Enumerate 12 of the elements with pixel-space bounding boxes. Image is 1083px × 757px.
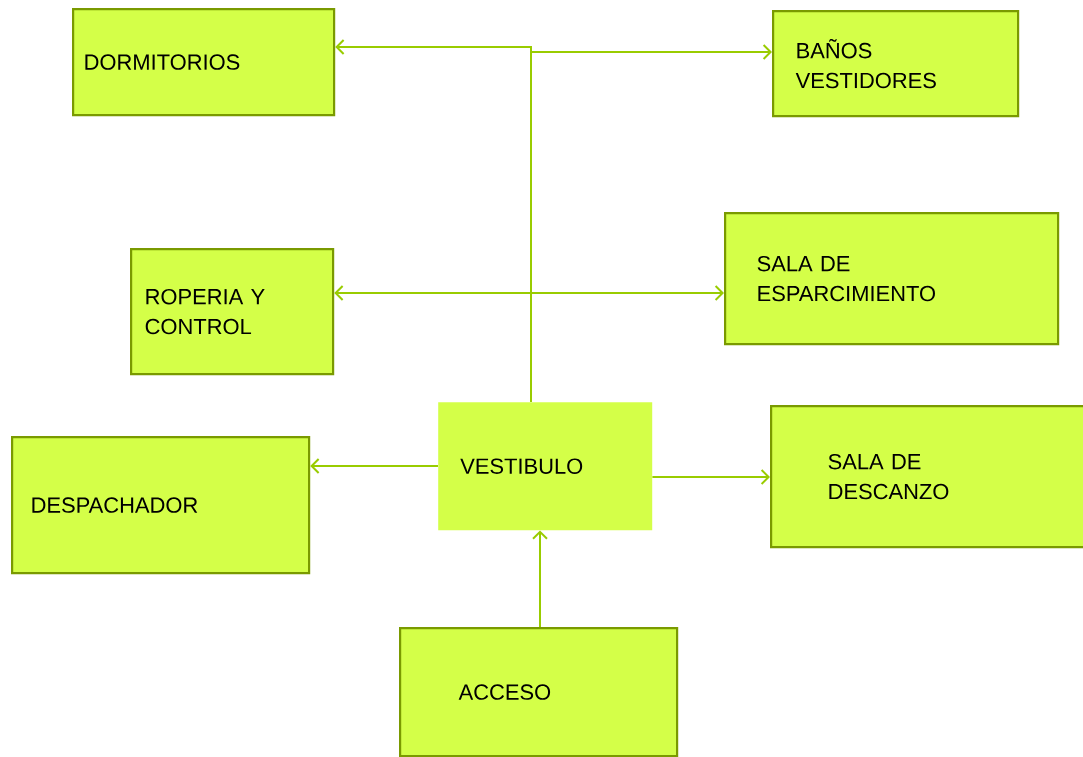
room-box: SALA DE DESCANZO xyxy=(770,405,1083,549)
room-box: SALA DE ESPARCIMIENTO xyxy=(724,212,1060,346)
arrow xyxy=(532,530,548,628)
room-box: ROPERIA Y CONTROL xyxy=(130,248,335,376)
room-box: ACCESO xyxy=(399,627,679,757)
room-box: DESPACHADOR xyxy=(11,436,311,575)
room-box: BAÑOS VESTIDORES xyxy=(772,10,1020,118)
arrow xyxy=(310,458,439,474)
room-box: VESTIBULO xyxy=(438,402,653,531)
arrow xyxy=(651,469,770,485)
arrow xyxy=(530,285,724,403)
room-box: DORMITORIOS xyxy=(72,8,336,117)
